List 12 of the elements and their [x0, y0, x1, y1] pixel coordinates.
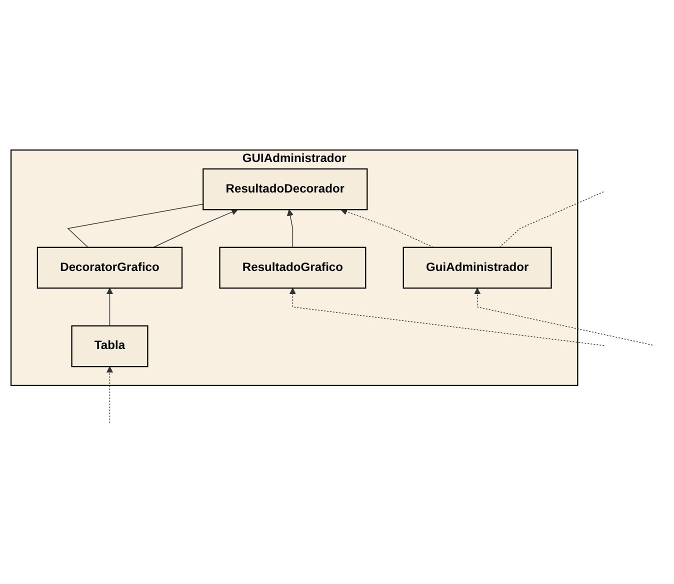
arrow [106, 288, 114, 326]
dependency-arrow [340, 208, 434, 248]
dependency-arrow [289, 288, 605, 346]
node-box: ResultadoGrafico [219, 246, 366, 289]
dependency-arrow [474, 288, 653, 346]
node-box: GuiAdministrador [402, 246, 552, 289]
node-box: DecoratorGrafico [36, 246, 183, 289]
node-box: ResultadoDecorador [202, 168, 368, 210]
dependency-arrow [106, 366, 114, 424]
arrow [286, 209, 294, 248]
node-box: Tabla [71, 325, 148, 368]
arrow [152, 209, 238, 248]
